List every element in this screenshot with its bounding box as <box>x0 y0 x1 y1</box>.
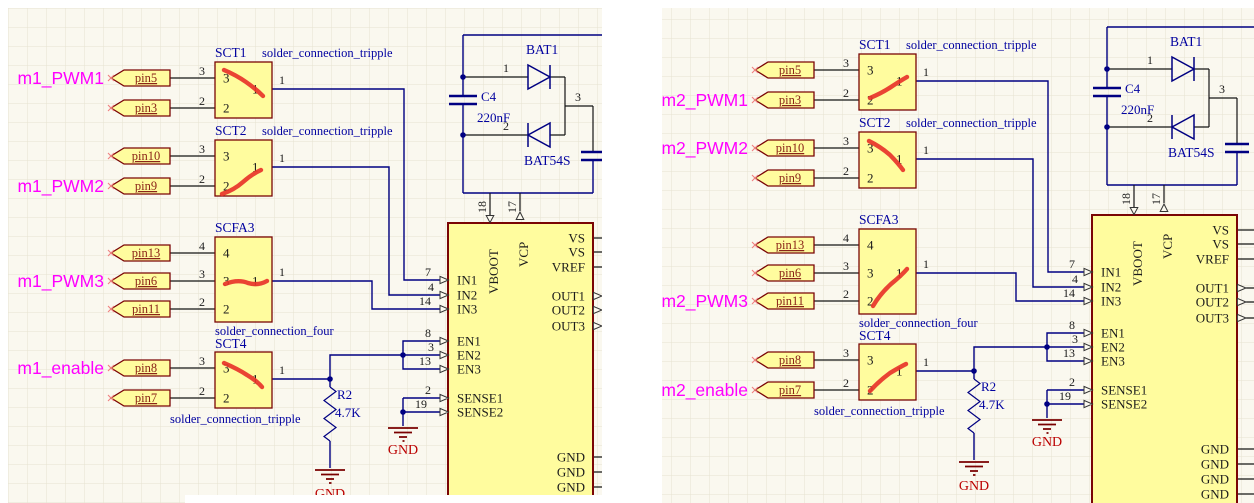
net-label-enable[interactable]: m2_enable <box>661 380 748 401</box>
annotation-scribbles-m2 <box>866 74 910 394</box>
net-label-pwm2[interactable]: m1_PWM2 <box>17 176 104 197</box>
white-margin-top <box>0 0 602 8</box>
white-margin-left <box>0 0 8 503</box>
white-strip-bottom <box>185 495 602 503</box>
net-label-pwm1[interactable]: m2_PWM1 <box>661 90 748 111</box>
white-margin-left <box>658 0 662 503</box>
net-label-pwm3[interactable]: m1_PWM3 <box>17 271 104 292</box>
panel-m1: m1_PWM1 m1_PWM2 m1_PWM3 m1_enable <box>0 0 602 503</box>
net-label-enable[interactable]: m1_enable <box>17 358 104 379</box>
net-label-pwm3[interactable]: m2_PWM3 <box>661 291 748 312</box>
scribble-scfa3 <box>222 278 270 287</box>
net-labels-m1[interactable]: m1_PWM1 m1_PWM2 m1_PWM3 m1_enable <box>17 68 104 379</box>
scribble-sct4 <box>221 360 265 390</box>
net-label-pwm1[interactable]: m1_PWM1 <box>17 68 104 89</box>
white-margin-top <box>658 0 1254 8</box>
scribble-scfa3 <box>870 266 910 309</box>
panel-m2: m2_PWM1 m2_PWM2 m2_PWM3 m2_enable <box>658 0 1254 503</box>
net-label-pwm2[interactable]: m2_PWM2 <box>661 138 748 159</box>
scribble-sct4 <box>867 361 909 394</box>
scribble-sct2 <box>866 138 906 173</box>
net-labels-m2[interactable]: m2_PWM1 m2_PWM2 m2_PWM3 m2_enable <box>661 90 748 401</box>
scribble-sct1 <box>867 74 910 101</box>
scribble-sct2 <box>219 167 264 197</box>
scribble-sct1 <box>221 67 266 99</box>
annotation-scribbles-m1 <box>219 67 270 390</box>
